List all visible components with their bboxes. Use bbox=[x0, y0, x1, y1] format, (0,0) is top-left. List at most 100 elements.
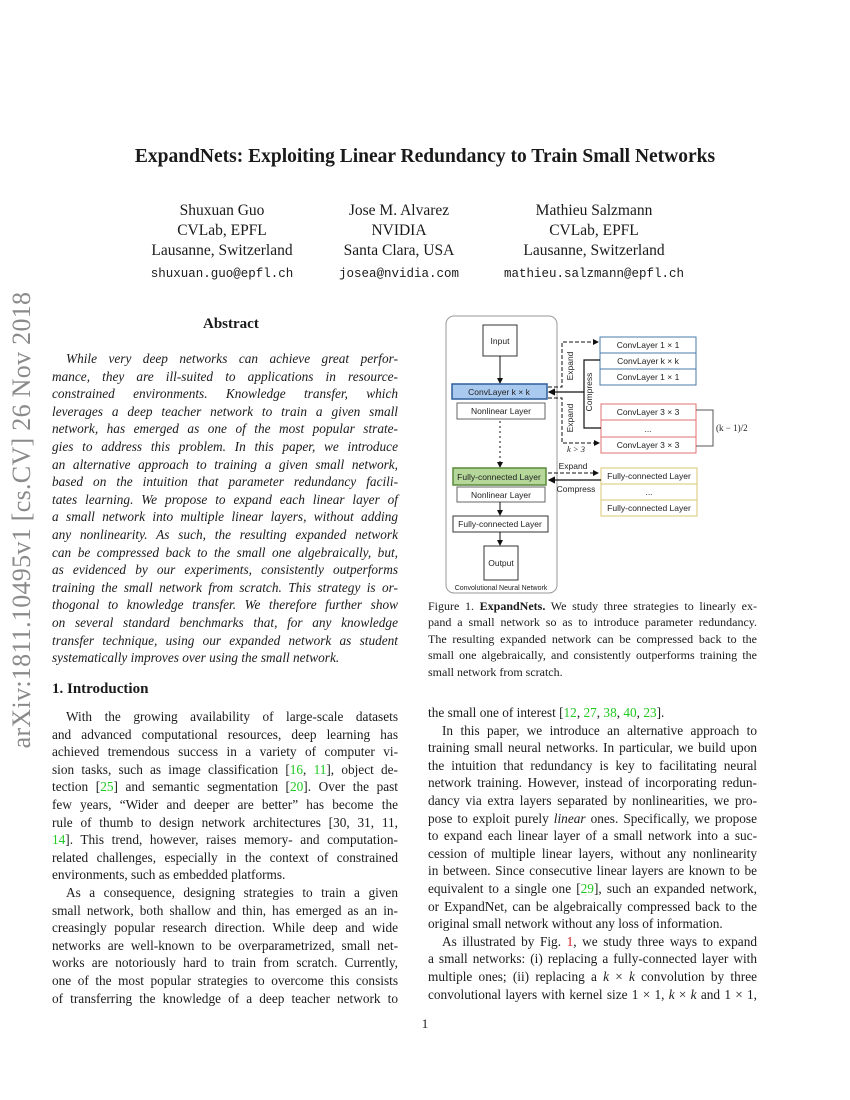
paper-title: ExpandNets: Exploiting Linear Redundancy… bbox=[134, 146, 716, 167]
author-affiliation: CVLab, EPFL bbox=[549, 222, 639, 239]
fc-box-highlighted bbox=[452, 467, 547, 486]
text-line: original small network without any loss … bbox=[428, 916, 723, 932]
citation-link[interactable]: 16 bbox=[289, 761, 304, 777]
author-2: Jose M. Alvarez NVIDIA Santa Clara, USA … bbox=[339, 201, 459, 284]
citation-link[interactable]: 14 bbox=[52, 832, 66, 848]
text-line: 14]. This trend, however, raises memory-… bbox=[52, 832, 398, 848]
figure-link[interactable]: 1 bbox=[566, 933, 574, 949]
abstract-heading: Abstract bbox=[203, 316, 259, 332]
text-line: one of the most popular strategies to ov… bbox=[52, 972, 398, 988]
text-line: In this paper, we introduce an alternati… bbox=[442, 722, 757, 738]
introduction-left-column: With the growing availability of large-s… bbox=[52, 708, 398, 1007]
introduction-heading: 1. Introduction bbox=[52, 681, 149, 697]
compress-label-fc: Compress bbox=[557, 484, 596, 494]
citation-link[interactable]: 25 bbox=[100, 779, 114, 795]
citation-link[interactable]: 38 bbox=[603, 705, 617, 720]
yellow-stack-item: ... bbox=[645, 487, 652, 497]
text-line: works are notoriously hard to train from… bbox=[52, 955, 398, 971]
text-line: small one algebraically, and consistentl… bbox=[428, 648, 757, 663]
text-line: few years, “Wider and deeper are better”… bbox=[52, 796, 398, 812]
citation-link[interactable]: 40 bbox=[623, 705, 637, 720]
author-location: Santa Clara, USA bbox=[343, 242, 455, 259]
text-line: tection [25] and semantic segmentation [… bbox=[52, 779, 398, 795]
repeat-bracket bbox=[696, 409, 714, 447]
text-line: tates learning. We propose to expand eac… bbox=[52, 491, 398, 507]
text-line: on several standard benchmarks that, for… bbox=[52, 614, 398, 630]
text-line: The resulting expanded network can be co… bbox=[428, 631, 757, 646]
text-line: training the small network from scratch.… bbox=[52, 579, 398, 595]
figure-caption: Figure 1. ExpandNets. We study three str… bbox=[428, 598, 757, 680]
author-name: Mathieu Salzmann bbox=[535, 202, 653, 219]
text-line: systematically improves over using the s… bbox=[52, 650, 340, 666]
expand-label-fc: Expand bbox=[559, 461, 588, 471]
author-email[interactable]: shuxuan.guo@epfl.ch bbox=[150, 267, 294, 281]
text-line: a small networks: (i) replacing a fully-… bbox=[428, 951, 757, 967]
text-line: as evidenced by our experiments, consist… bbox=[52, 562, 398, 578]
text-line: cession of multiple linear layers, witho… bbox=[428, 845, 757, 861]
author-email[interactable]: josea@nvidia.com bbox=[338, 267, 460, 281]
text-line: the intuition that redundancy is key to … bbox=[428, 757, 757, 773]
text-line: to expand each linear layer of a small n… bbox=[428, 828, 757, 844]
k-gt-3-label: k > 3 bbox=[567, 444, 585, 454]
text-line: dancy via extra layers separated by nonl… bbox=[428, 792, 757, 808]
text-line: environments, such as embedded platforms… bbox=[52, 867, 286, 883]
red-stack-item: ... bbox=[644, 424, 651, 434]
yellow-stack: Fully-connected Layer ... Fully-connecte… bbox=[600, 467, 698, 517]
red-stack-item: ConvLayer 3 × 3 bbox=[617, 440, 680, 450]
expand-arrow-red bbox=[548, 397, 600, 446]
text-line: pose to exploit purely linear ones. Spec… bbox=[428, 810, 757, 826]
text-line: gies to address this problem. In this pa… bbox=[52, 438, 398, 454]
text-line: related challenges, especially in the co… bbox=[52, 849, 398, 865]
text-line: achieved tremendous success in a variety… bbox=[52, 744, 398, 760]
text-line: creasingly popular research direction. W… bbox=[52, 920, 398, 936]
nonlinear-box-1 bbox=[456, 402, 546, 420]
text-line: the small one of interest [12, 27, 38, 4… bbox=[428, 705, 665, 720]
author-3: Mathieu Salzmann CVLab, EPFL Lausanne, S… bbox=[504, 201, 684, 284]
yellow-stack-item: Fully-connected Layer bbox=[607, 471, 691, 481]
author-location: Lausanne, Switzerland bbox=[151, 242, 293, 259]
figure-expandnets-diagram: Input ConvLayer k × k Nonlinear Layer Fu… bbox=[445, 315, 748, 594]
text-line: network training. However, instead of in… bbox=[428, 775, 757, 791]
output-box bbox=[483, 545, 519, 581]
text-line: training small neural networks. In parti… bbox=[428, 740, 757, 756]
text-line: a small network into multiple linear lay… bbox=[52, 509, 398, 525]
arxiv-stamp: arXiv:1811.10495v1 [cs.CV] 26 Nov 2018 bbox=[7, 291, 36, 749]
conv-kxk-label: ConvLayer k × k bbox=[468, 387, 530, 397]
text-line: As illustrated by Fig. 1, we study three… bbox=[442, 933, 757, 949]
compress-line bbox=[583, 359, 601, 429]
blue-stack-item: ConvLayer 1 × 1 bbox=[617, 340, 680, 350]
text-line: convolutional layers with kernel size 1 … bbox=[428, 986, 757, 1002]
citation-link[interactable]: 11 bbox=[313, 761, 327, 777]
cnn-label: Convolutional Neural Network bbox=[455, 585, 548, 592]
blue-stack-item: ConvLayer 1 × 1 bbox=[617, 372, 680, 382]
text-line: equivalent to a single one [29], such an… bbox=[428, 880, 757, 896]
author-name: Shuxuan Guo bbox=[179, 202, 265, 219]
citation-link[interactable]: 23 bbox=[643, 705, 657, 720]
citation-link[interactable]: 20 bbox=[289, 779, 304, 795]
citation-link[interactable]: 12 bbox=[563, 705, 577, 720]
blue-stack: ConvLayer 1 × 1 ConvLayer k × k ConvLaye… bbox=[599, 336, 697, 386]
text-line: small network from scratch. bbox=[428, 664, 563, 679]
page-number: 1 bbox=[421, 1016, 429, 1031]
text-line: multiple ones; (ii) replacing a k × k co… bbox=[428, 968, 757, 984]
author-location: Lausanne, Switzerland bbox=[523, 242, 665, 259]
red-stack-item: ConvLayer 3 × 3 bbox=[617, 407, 680, 417]
text-line: Figure 1. ExpandNets. We study three str… bbox=[428, 599, 757, 613]
fc-label-highlighted: Fully-connected Layer bbox=[457, 472, 541, 482]
blue-stack-item: ConvLayer k × k bbox=[617, 356, 679, 366]
citation-link[interactable]: 29 bbox=[580, 880, 594, 896]
text-line: With the growing availability of large-s… bbox=[66, 709, 398, 724]
text-line: As a consequence, designing strategies t… bbox=[66, 884, 398, 900]
text-line: based on the intuition that parameter re… bbox=[52, 474, 398, 490]
repeat-label: (k − 1)/2 bbox=[716, 423, 748, 433]
expand-label-vertical-2: Expand bbox=[565, 403, 575, 432]
expand-arrow-blue bbox=[548, 339, 599, 388]
output-label: Output bbox=[488, 558, 514, 568]
text-line: rule of thumb to design network architec… bbox=[52, 814, 398, 830]
author-email[interactable]: mathieu.salzmann@epfl.ch bbox=[503, 267, 685, 281]
nonlinear-box-2 bbox=[456, 486, 546, 503]
author-name: Jose M. Alvarez bbox=[348, 202, 450, 219]
text-line: in between. Since consecutive linear lay… bbox=[428, 863, 757, 879]
text-line: small network, both shallow and thin, ha… bbox=[52, 902, 398, 918]
citation-link[interactable]: 27 bbox=[583, 705, 597, 720]
